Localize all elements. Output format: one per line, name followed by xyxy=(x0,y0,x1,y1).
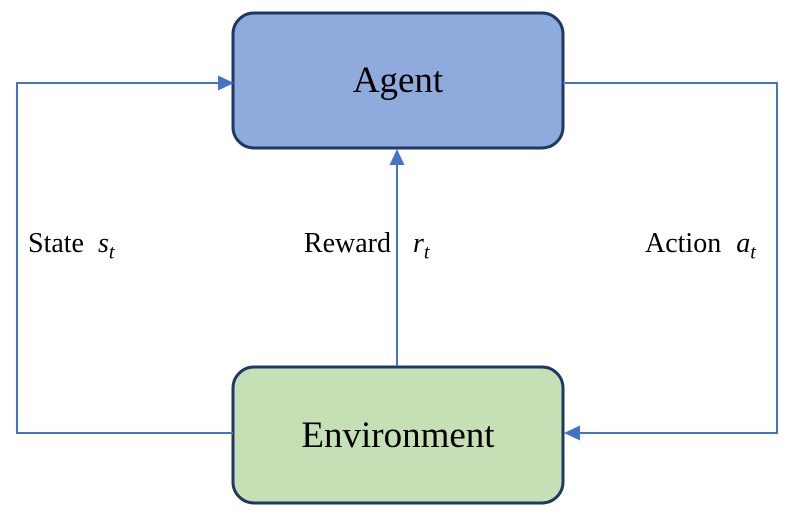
action-edge-line xyxy=(563,82,778,434)
state-symbol-subscript: t xyxy=(108,241,115,264)
action-label-text: Action xyxy=(645,228,722,259)
reward-symbol-subscript: t xyxy=(423,241,430,264)
state-edge-label: State st xyxy=(28,225,115,263)
action-symbol-subscript: t xyxy=(750,241,756,264)
reward-edge-symbol: rt xyxy=(413,225,430,263)
state-arrowhead-icon xyxy=(218,75,234,91)
state-edge-line xyxy=(16,82,233,434)
reward-label-text: Reward xyxy=(303,228,391,259)
state-symbol-letter: s xyxy=(98,228,109,259)
action-edge-label: Action at xyxy=(645,225,756,263)
reward-symbol-letter: r xyxy=(413,228,424,259)
action-symbol: at xyxy=(736,228,756,263)
reward-arrowhead-icon xyxy=(389,149,405,165)
environment-node-box xyxy=(231,365,565,505)
action-symbol-letter: a xyxy=(736,228,751,259)
agent-node-box xyxy=(231,11,565,150)
reward-symbol: rt xyxy=(413,228,430,263)
state-symbol: st xyxy=(98,228,115,263)
state-label-text: State xyxy=(28,228,84,259)
action-arrowhead-icon xyxy=(564,425,580,441)
reward-edge-label: Reward xyxy=(303,225,391,263)
